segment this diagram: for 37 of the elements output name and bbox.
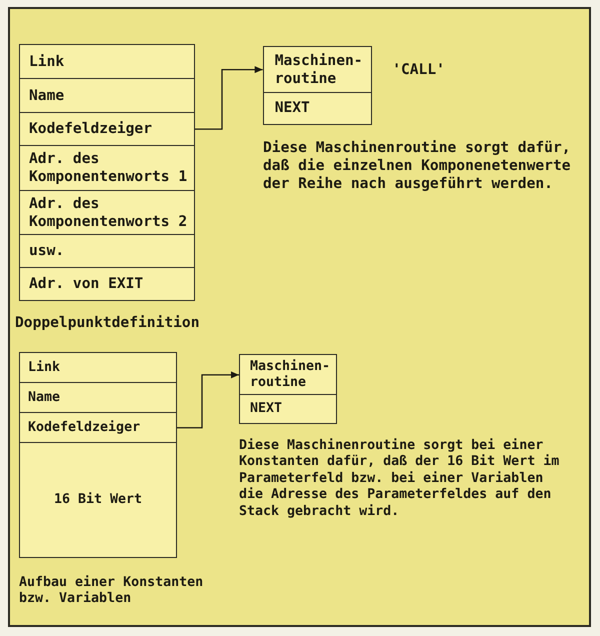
cell-label: Kodefeldzeiger [28, 420, 140, 436]
cell-label: Name [29, 86, 64, 105]
cell-label: 16 Bit Wert [54, 492, 142, 508]
memory-cell [19, 412, 177, 444]
connector-arrow [195, 66, 263, 130]
annotation-label: 'CALL' [392, 60, 445, 79]
memory-cell [19, 442, 177, 558]
memory-cell [19, 234, 195, 268]
figure-caption: Aufbau einer Konstanten bzw. Variablen [19, 575, 204, 608]
cell-label: Adr. des Komponentenworts 2 [29, 194, 188, 231]
memory-cell [19, 382, 177, 414]
cell-label: Adr. von EXIT [29, 275, 144, 294]
memory-cell [19, 266, 195, 302]
memory-cell [19, 190, 195, 236]
code-cell [239, 394, 337, 424]
memory-cell [19, 352, 177, 384]
memory-cell [19, 112, 195, 146]
figure-caption: Doppelpunktdefinition [15, 314, 200, 332]
memory-cell [19, 44, 195, 80]
cell-label: NEXT [274, 99, 310, 118]
code-cell [262, 92, 372, 125]
connector-arrow [177, 371, 239, 428]
cell-label: Maschinen- routine [250, 359, 332, 390]
cell-label: NEXT [250, 401, 282, 417]
cell-label: Name [28, 390, 60, 406]
cell-label: usw. [29, 242, 64, 260]
cell-label: Link [29, 53, 64, 72]
description-text: Diese Maschinenroutine sorgt dafür, daß die einzelnen Komponenetenwerte der Reihe nach ausgeführt werden. [263, 138, 572, 193]
cell-label: Maschinen- routine [274, 52, 364, 88]
code-cell [262, 46, 372, 94]
cell-label: Link [28, 360, 60, 376]
cell-label: Adr. des Komponentenworts 1 [29, 150, 188, 186]
memory-cell [19, 145, 195, 192]
memory-cell [19, 78, 195, 114]
cell-label: Kodefeldzeiger [29, 120, 152, 138]
description-text: Diese Maschinenroutine sorgt bei einer Konstanten dafür, daß der 16 Bit Wert im Parameterfeld bzw. bei einer Variablen die Adresse des Parameterfeldes auf den Stack gebracht wird. [239, 438, 560, 520]
code-cell [239, 354, 337, 396]
